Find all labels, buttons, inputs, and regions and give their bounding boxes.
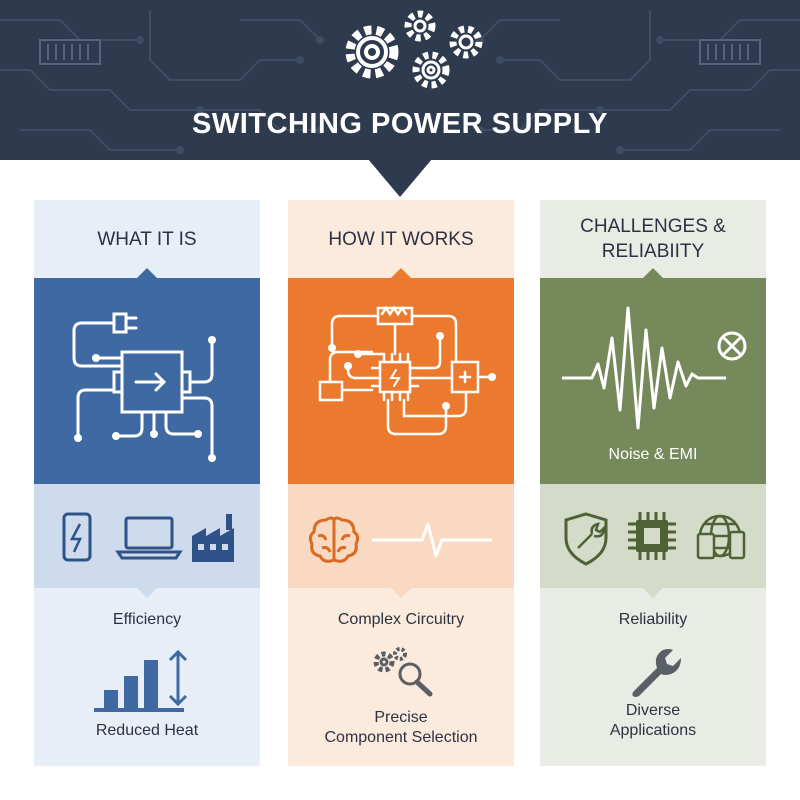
header-pointer bbox=[368, 159, 432, 197]
column-band: Noise & EMI bbox=[540, 268, 766, 484]
column-what-it-is: WHAT IT IS bbox=[34, 200, 260, 766]
column-band bbox=[288, 268, 514, 484]
smartphone-icon bbox=[62, 512, 92, 562]
plug-icon bbox=[94, 312, 138, 334]
band-pointer bbox=[643, 268, 663, 278]
strip-pointer bbox=[137, 588, 157, 598]
circuit-background bbox=[0, 10, 800, 154]
strip-pointer bbox=[643, 588, 663, 598]
band-pointer bbox=[137, 268, 157, 278]
vertical-arrows-icon bbox=[168, 649, 188, 707]
label-precise: Precise bbox=[374, 709, 428, 726]
column-band bbox=[34, 268, 260, 484]
label-applications: Applications bbox=[609, 722, 697, 739]
column-challenges: CHALLENGES & RELIABIITY Noise & EMI bbox=[540, 200, 766, 766]
cancel-icon bbox=[717, 331, 747, 361]
laptop-icon bbox=[115, 516, 183, 560]
heading-line-2: RELIABIITY bbox=[601, 241, 705, 262]
band-pointer bbox=[391, 268, 411, 278]
header-banner: SWITCHING POWER SUPPLY bbox=[0, 0, 800, 160]
column-heading: HOW IT WORKS bbox=[328, 228, 474, 250]
strip-pointer bbox=[391, 588, 411, 598]
column-heading: WHAT IT IS bbox=[97, 228, 197, 250]
column-icon-strip bbox=[34, 484, 260, 598]
wrench-icon bbox=[632, 649, 681, 697]
factory-icon bbox=[192, 514, 234, 562]
label-reliability: Reliability bbox=[618, 611, 688, 628]
page-title: SWITCHING POWER SUPPLY bbox=[192, 108, 608, 140]
chip-icon bbox=[628, 512, 676, 560]
globe-devices-icon bbox=[696, 514, 746, 560]
gears-magnifier-icon bbox=[373, 647, 433, 697]
label-component-selection: Component Selection bbox=[324, 729, 478, 746]
label-reduced-heat: Reduced Heat bbox=[95, 722, 199, 739]
label-complex-circuitry: Complex Circuitry bbox=[337, 611, 465, 628]
column-how-it-works: HOW IT WORKS bbox=[288, 200, 514, 766]
noise-wave-icon bbox=[562, 306, 726, 430]
shield-wrench-icon bbox=[564, 512, 608, 566]
gears-icon bbox=[345, 10, 483, 89]
label-diverse: Diverse bbox=[625, 702, 681, 719]
column-icon-strip bbox=[540, 484, 766, 598]
converter-diagram bbox=[72, 312, 216, 462]
circuit-icon bbox=[318, 305, 496, 436]
column-icon-strip bbox=[288, 484, 514, 598]
band-label-noise: Noise & EMI bbox=[608, 446, 698, 463]
heading-line-1: CHALLENGES & bbox=[580, 216, 726, 237]
label-efficiency: Efficiency bbox=[112, 611, 182, 628]
brain-icon bbox=[308, 516, 360, 563]
waveform-icon bbox=[372, 522, 492, 558]
column-heading: CHALLENGES & RELIABIITY bbox=[540, 200, 766, 278]
bar-chart-icon bbox=[94, 660, 184, 712]
